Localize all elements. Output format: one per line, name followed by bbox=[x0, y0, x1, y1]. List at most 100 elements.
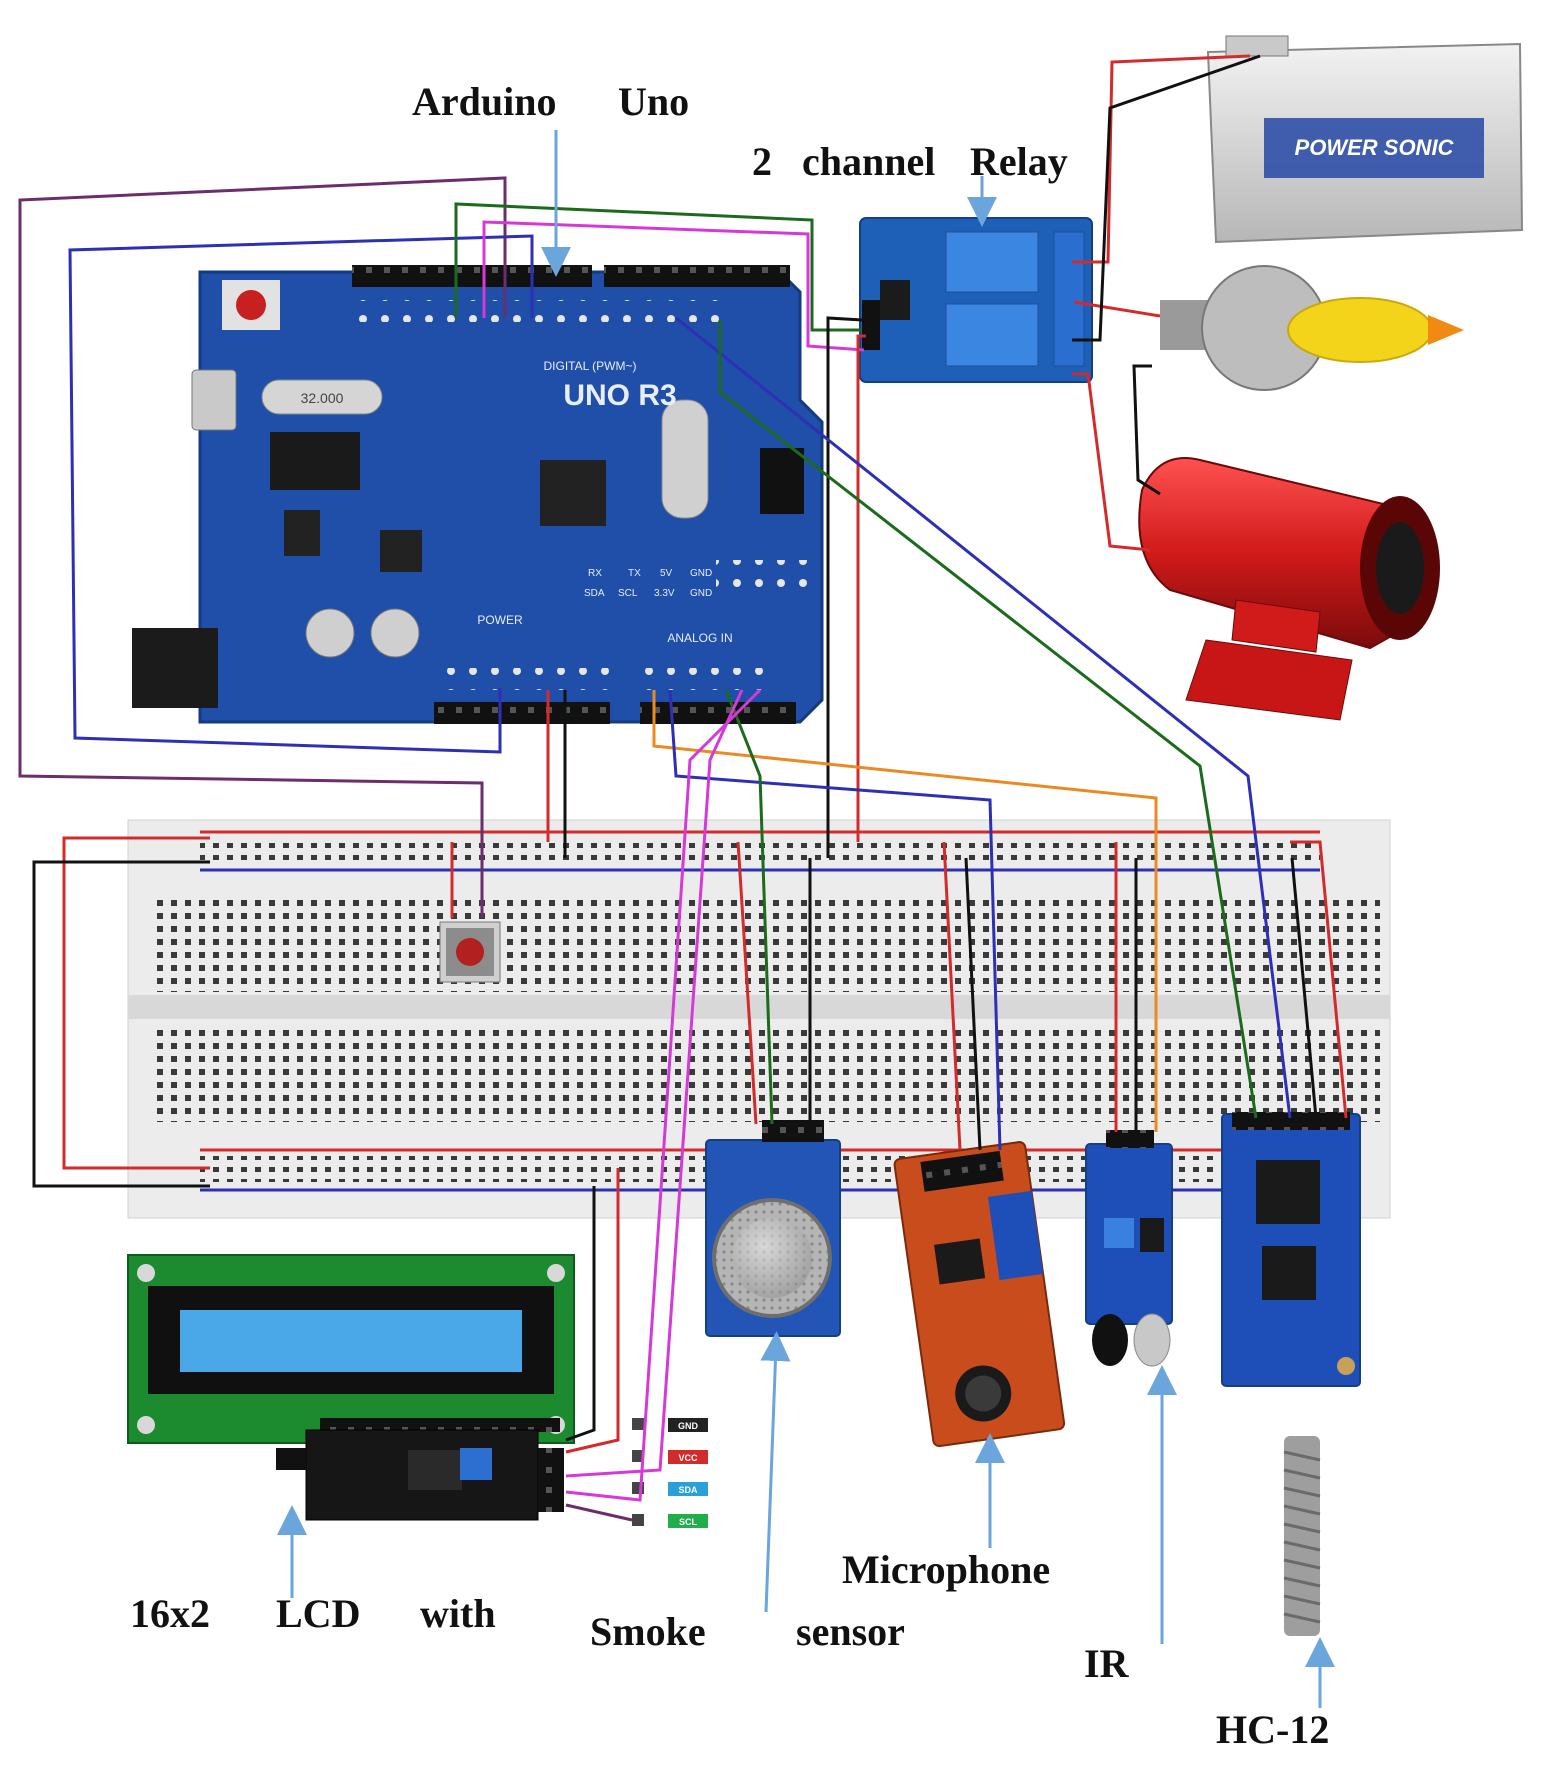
label-lcd-word1: 16x2 bbox=[130, 1591, 210, 1636]
analog-pads bbox=[640, 668, 772, 690]
wire-black-relay bbox=[826, 316, 863, 858]
crystal-oscillator bbox=[261, 379, 383, 415]
center-channel bbox=[128, 995, 1390, 1019]
wire-green-smoke bbox=[724, 689, 774, 1125]
i2c-potentiometer bbox=[460, 1448, 492, 1480]
ir-emitter bbox=[1092, 1314, 1128, 1366]
power-jack bbox=[132, 628, 218, 708]
halogen-bulb bbox=[1160, 265, 1464, 391]
spring-antenna bbox=[1283, 1436, 1321, 1636]
board-model-label: UNO R3 bbox=[563, 379, 676, 412]
mic-potentiometer bbox=[987, 1190, 1044, 1281]
wire-red-lcd bbox=[565, 1168, 620, 1454]
icsp-label-33v: 3.3V bbox=[654, 588, 675, 599]
small-chip bbox=[380, 530, 422, 572]
label-smoke-word2: sensor bbox=[796, 1609, 905, 1654]
i2c-chip bbox=[408, 1450, 462, 1490]
wire-purple-lcd bbox=[565, 1503, 633, 1522]
wire-magenta-scl bbox=[565, 688, 762, 1502]
board-power-label: POWER bbox=[477, 613, 523, 627]
wire-green-hc12 bbox=[718, 320, 1258, 1119]
i2c-jumper bbox=[276, 1448, 306, 1470]
ir-receiver bbox=[1133, 1313, 1171, 1367]
icsp-label-rx: RX bbox=[588, 568, 602, 579]
wire-black-rail-jumper bbox=[32, 860, 210, 1188]
wire-purple-button bbox=[18, 176, 507, 918]
relay-1 bbox=[945, 231, 1039, 293]
capacitor-1 bbox=[305, 608, 355, 658]
lcd-display bbox=[127, 1254, 575, 1444]
label-microphone: Microphone bbox=[842, 1547, 1051, 1592]
smoke-sensor-pins bbox=[762, 1120, 824, 1142]
regulator bbox=[284, 510, 320, 556]
icsp-label-tx: TX bbox=[628, 568, 641, 579]
siren-stand bbox=[1185, 639, 1353, 721]
icsp-label-gnd: GND bbox=[690, 568, 712, 579]
ir-chip bbox=[1140, 1218, 1164, 1252]
board-analog-label: ANALOG IN bbox=[667, 631, 732, 645]
battery-terminal-1 bbox=[1225, 35, 1289, 57]
wire-red-bulb bbox=[1073, 300, 1161, 318]
wire-red-rail-jumper bbox=[62, 836, 210, 1170]
label-hc12: HC-12 bbox=[1216, 1707, 1330, 1752]
hc12-antenna-pad bbox=[1337, 1357, 1355, 1375]
bulb-glass bbox=[1287, 297, 1433, 363]
pin-tag-gnd-bg bbox=[668, 1418, 708, 1432]
wire-red-relay bbox=[856, 334, 866, 842]
ir-potentiometer bbox=[1104, 1218, 1134, 1248]
wire-black-battery bbox=[1072, 54, 1261, 342]
capacitor-2 bbox=[370, 608, 420, 658]
hc12-mcu bbox=[1256, 1160, 1320, 1224]
label-lcd-word3: with bbox=[420, 1591, 496, 1636]
i2c-pins bbox=[538, 1448, 564, 1512]
hc12-pins bbox=[1232, 1112, 1350, 1130]
terminal-strip-lower bbox=[150, 1030, 1380, 1122]
analog-header bbox=[640, 702, 796, 724]
arduino-uno-board: 32.000 UNO R3 DIGITAL (PWM~) POWER ANALO… bbox=[132, 265, 824, 724]
pin-tag-vcc-bg bbox=[668, 1450, 708, 1464]
wire-blue-hc12 bbox=[675, 316, 1292, 1119]
relay-terminal-block bbox=[1053, 231, 1085, 367]
main-crystal bbox=[661, 399, 709, 519]
relay-input-pins bbox=[862, 300, 880, 350]
lcd-pin-header bbox=[320, 1418, 560, 1432]
pin-tag-sda-bg bbox=[668, 1482, 708, 1496]
arrow-smoke bbox=[760, 1331, 791, 1613]
i2c-adapter bbox=[276, 1429, 564, 1521]
wire-red-siren bbox=[1072, 372, 1151, 552]
wire-black-siren bbox=[1132, 364, 1161, 496]
atmega-chip bbox=[540, 460, 606, 526]
ir-sensor bbox=[1085, 1130, 1173, 1367]
wire-orange-ir bbox=[652, 690, 1158, 1132]
label-lcd-word2: LCD bbox=[276, 1591, 361, 1636]
wires bbox=[18, 54, 1348, 1522]
usb-port bbox=[191, 369, 237, 431]
mic-chip bbox=[934, 1238, 986, 1285]
wire-black-lcd bbox=[565, 1186, 596, 1442]
wire-black-hc12 bbox=[1290, 857, 1318, 1119]
relay-driver-chip bbox=[880, 280, 910, 320]
icsp-label-5v: 5V bbox=[660, 568, 673, 579]
digital-pads bbox=[350, 300, 730, 322]
wire-blue-mic bbox=[668, 689, 1002, 1151]
pin-tag-scl: SCL bbox=[679, 1517, 698, 1527]
wire-black-mic bbox=[964, 857, 982, 1151]
icsp-header bbox=[760, 448, 804, 514]
reset-button-cap bbox=[236, 290, 266, 320]
label-arduino-word2: Uno bbox=[618, 79, 690, 124]
push-button[interactable] bbox=[439, 921, 501, 983]
pin-tag-sda: SDA bbox=[678, 1485, 698, 1495]
digital-header-left bbox=[352, 265, 592, 287]
pin-tag-scl-bg bbox=[668, 1514, 708, 1528]
battery-brand: POWER SONIC bbox=[1295, 135, 1455, 160]
battery-label-plate bbox=[1264, 118, 1484, 178]
wire-red-battery bbox=[1072, 54, 1251, 264]
digital-header-right bbox=[604, 265, 790, 287]
hc12-rf-chip bbox=[1262, 1246, 1316, 1300]
label-relay-num: 2 bbox=[752, 139, 772, 184]
icsp-label-scl: SCL bbox=[618, 588, 638, 599]
hc12-module bbox=[1221, 1112, 1361, 1387]
smoke-sensor bbox=[705, 1120, 841, 1337]
label-smoke-word1: Smoke bbox=[590, 1609, 706, 1654]
